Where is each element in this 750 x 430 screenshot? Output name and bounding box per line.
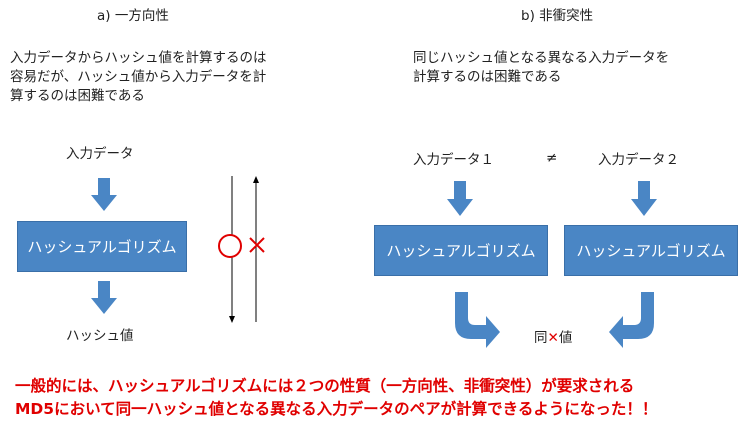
same-value-label: 同✕値 xyxy=(534,330,573,346)
right-hash-algorithm-label-2: ハッシュアルゴリズム xyxy=(576,242,726,260)
left-description-line-2: 容易だが、ハッシュ値から入力データを計 xyxy=(10,69,267,85)
down-arrow-icon xyxy=(91,178,117,211)
right-input1-label: 入力データ１ xyxy=(413,152,494,168)
right-description-line-2: 計算するのは困難である xyxy=(413,69,562,85)
circle-mark-icon xyxy=(218,234,242,258)
cross-mark-icon: ✕ xyxy=(547,330,559,346)
left-description-line-1: 入力データからハッシュ値を計算するのは xyxy=(10,50,267,66)
curved-arrow-right-icon xyxy=(455,292,500,348)
down-arrow-icon xyxy=(447,181,473,216)
down-arrow-icon xyxy=(631,181,657,216)
left-title: a) 一方向性 xyxy=(97,8,169,24)
right-title: b) 非衝突性 xyxy=(521,8,594,24)
right-hash-algorithm-box-2: ハッシュアルゴリズム xyxy=(564,225,738,276)
left-output-label: ハッシュ値 xyxy=(66,328,134,344)
footer-line-2: MD5において同一ハッシュ値となる異なる入力データのペアが計算できるようになった… xyxy=(15,400,658,418)
left-hash-algorithm-box: ハッシュアルゴリズム xyxy=(17,221,187,272)
curved-arrow-left-icon xyxy=(609,292,654,348)
arrowhead-up-icon xyxy=(253,176,259,183)
left-input-label: 入力データ xyxy=(66,146,134,162)
footer-line-1: 一般的には、ハッシュアルゴリズムには２つの性質（一方向性、非衝突性）が要求される xyxy=(15,377,635,395)
not-equal-symbol: ≠ xyxy=(546,150,558,166)
cross-mark-icon xyxy=(249,237,265,253)
left-hash-algorithm-label: ハッシュアルゴリズム xyxy=(27,238,177,256)
right-input2-label: 入力データ２ xyxy=(598,152,679,168)
right-description-line-1: 同じハッシュ値となる異なる入力データを xyxy=(413,50,670,66)
left-description-line-3: 算するのは困難である xyxy=(10,88,145,104)
right-hash-algorithm-box-1: ハッシュアルゴリズム xyxy=(374,225,548,276)
arrowhead-down-icon xyxy=(229,316,235,323)
down-arrow-icon xyxy=(91,281,117,314)
right-hash-algorithm-label-1: ハッシュアルゴリズム xyxy=(386,242,536,260)
